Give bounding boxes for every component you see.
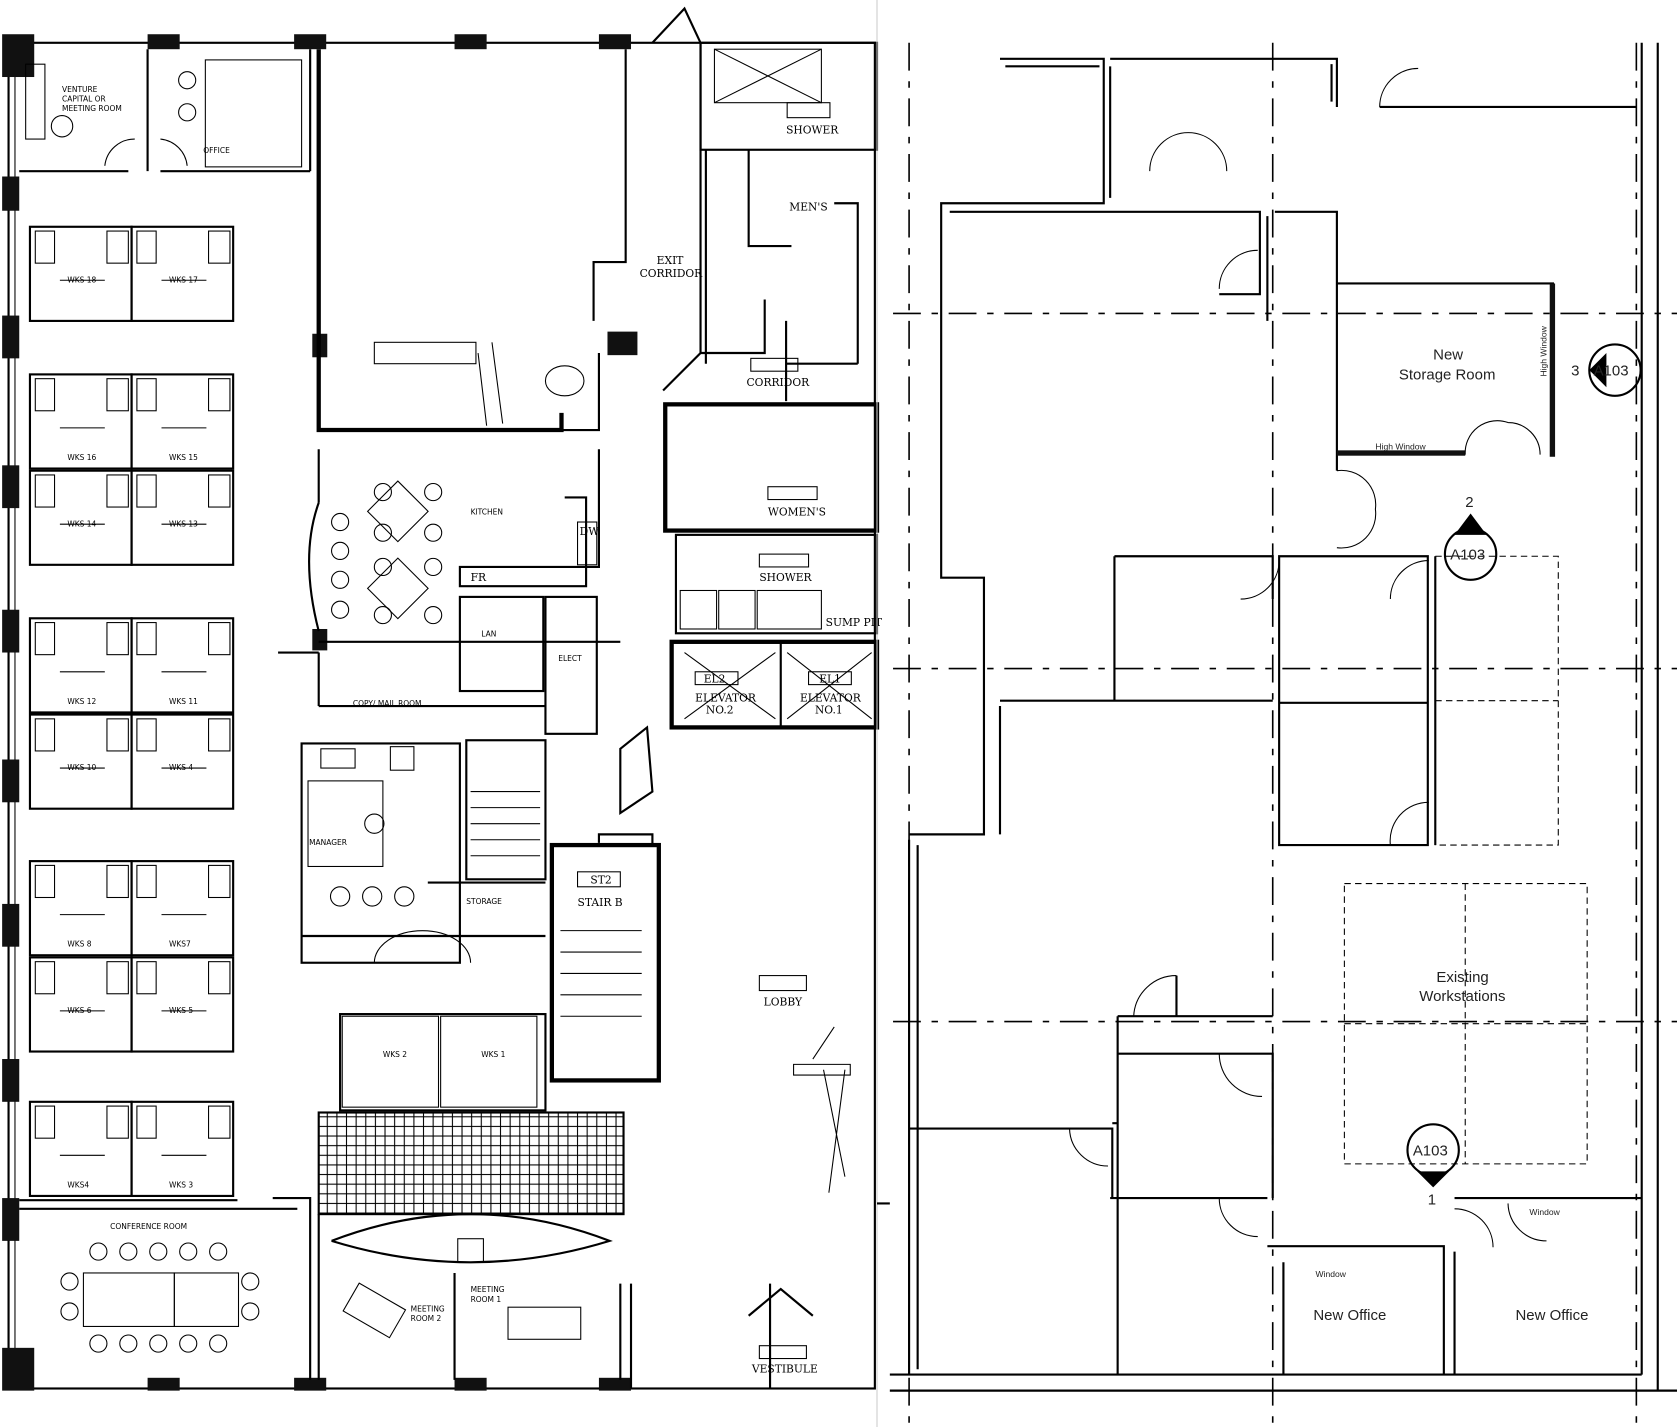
- room-label-storage-1: New: [1433, 346, 1463, 363]
- workstation-cubicle: [130, 469, 235, 566]
- room-label-vestibule: VESTIBULE: [751, 1362, 818, 1375]
- workstation-label: WKS4: [67, 1180, 89, 1189]
- workstation-label: WKS 8: [67, 940, 91, 949]
- high-window-label-horizontal: High Window: [1375, 441, 1426, 451]
- workstation-cubicle: [130, 373, 235, 470]
- room-label-conference: CONFERENCE ROOM: [110, 1222, 187, 1231]
- workstation-cubicle: [130, 956, 235, 1053]
- window-label-right: Window: [1529, 1207, 1560, 1217]
- room-label-meeting1-2: ROOM 1: [471, 1295, 502, 1304]
- room-label-sump: SUMP PIT: [826, 616, 883, 629]
- workstation-cubicle: [130, 1100, 235, 1198]
- marker-sheet: A103: [1413, 1142, 1448, 1159]
- room-label-lobby: LOBBY: [764, 996, 803, 1009]
- room-label-corridor: CORRIDOR: [747, 376, 811, 389]
- workstation-label: WKS 2: [383, 1050, 407, 1059]
- stair-tag: ST2: [590, 874, 611, 887]
- workstation-cubicle: [28, 469, 133, 566]
- workstation-labels: WKS 18 WKS 17 WKS 16 WKS 15 WKS 14 WKS 13 WKS …: [67, 275, 505, 1189]
- room-label-meeting2-2: ROOM 2: [411, 1314, 442, 1323]
- room-label-shower-mid: SHOWER: [759, 571, 812, 584]
- workstation-cubicle: [28, 225, 133, 322]
- workstation-label: WKS 17: [169, 275, 198, 284]
- workstation-label: WKS 5: [169, 1006, 193, 1015]
- workstation-label: WKS 11: [169, 697, 198, 706]
- room-label-storage-2: Storage Room: [1399, 367, 1496, 384]
- room-label-copy-mail: COPY/ MAIL ROOM: [353, 699, 422, 708]
- room-label-venture-2: CAPITAL OR: [62, 95, 106, 104]
- marker-number: 2: [1465, 494, 1473, 511]
- section-marker-2: A103 2: [1443, 494, 1498, 581]
- window-label-left: Window: [1316, 1269, 1347, 1279]
- workstation-cubicle: [341, 1015, 440, 1108]
- high-window-label-vertical: High Window: [1539, 325, 1549, 376]
- workstation-label: WKS 6: [67, 1006, 91, 1015]
- room-label-venture-1: VENTURE: [62, 85, 98, 94]
- room-label-meeting2-1: MEETING: [411, 1304, 445, 1313]
- existing-floor-plan: VENTURE CAPITAL OR MEETING ROOM OFFICE S…: [2, 6, 883, 1391]
- workstation-cubicle: [130, 860, 235, 957]
- room-label-kitchen: KITCHEN: [471, 508, 503, 517]
- room-label-storage: STORAGE: [466, 897, 502, 906]
- room-label-office: OFFICE: [203, 146, 230, 155]
- workstation-label: WKS 16: [67, 453, 96, 462]
- existing-workstations-label-1: Existing: [1436, 969, 1488, 986]
- room-label-new-office-right: New Office: [1516, 1307, 1589, 1324]
- room-label-manager: MANAGER: [309, 838, 347, 847]
- grid-lines: [893, 42, 1677, 1427]
- marker-number: 1: [1428, 1191, 1436, 1208]
- room-label-elevator1-1: ELEVATOR: [800, 692, 862, 705]
- workstation-cubicle: [130, 713, 235, 810]
- workstation-cubicle: [440, 1015, 538, 1108]
- room-label-womens: WOMEN'S: [768, 506, 826, 519]
- workstation-cubicle: [28, 713, 133, 810]
- workstation-cubicle: [130, 225, 235, 322]
- workstation-cubicle: [28, 956, 133, 1053]
- elevator-tag-1: EL1: [819, 672, 841, 685]
- marker-number: 3: [1571, 362, 1579, 379]
- room-label-elevator2-2: NO.2: [706, 703, 734, 716]
- elevator-tag-2: EL2: [704, 672, 726, 685]
- room-label-mens: MEN'S: [789, 201, 827, 214]
- room-label-fr: FR: [471, 571, 487, 584]
- room-label-meeting1-1: MEETING: [471, 1285, 505, 1294]
- workstation-cubicle: [130, 617, 235, 714]
- section-marker-1: A103 1: [1406, 1123, 1460, 1208]
- workstation-label: WKS 4: [169, 763, 193, 772]
- columns: [2, 34, 638, 1391]
- room-label-stair-b: STAIR B: [578, 896, 623, 909]
- room-label-dw: DW: [580, 525, 600, 538]
- workstation-label: WKS 1: [481, 1050, 505, 1059]
- room-label-exit-2: CORRIDOR: [640, 267, 704, 280]
- workstation-label: WKS 3: [169, 1180, 193, 1189]
- room-label-elevator1-2: NO.1: [815, 703, 843, 716]
- proposed-floor-plan: A103 3 A103 2 A103 1 New Storage Room Hi…: [877, 42, 1677, 1427]
- workstation-label: WKS 18: [67, 275, 96, 284]
- existing-workstations-label-2: Workstations: [1419, 988, 1505, 1005]
- room-label-elevator2-1: ELEVATOR: [695, 692, 757, 705]
- section-marker-3: A103 3: [1571, 343, 1642, 397]
- marker-sheet: A103: [1594, 362, 1629, 379]
- workstation-label: WKS 13: [169, 519, 198, 528]
- room-label-exit-1: EXIT: [657, 254, 685, 267]
- room-label-lan: LAN: [481, 629, 496, 638]
- room-labels: VENTURE CAPITAL OR MEETING ROOM OFFICE S…: [62, 85, 883, 1375]
- room-label-shower-top: SHOWER: [786, 124, 839, 137]
- marker-sheet: A103: [1450, 546, 1485, 563]
- workstation-label: WKS 15: [169, 453, 198, 462]
- workstation-label: WKS 10: [67, 763, 96, 772]
- workstation-label: WKS 14: [67, 519, 96, 528]
- workstation-label: WKS7: [169, 940, 191, 949]
- workstation-label: WKS 12: [67, 697, 96, 706]
- room-label-venture-3: MEETING ROOM: [62, 104, 122, 113]
- room-label-elect: ELECT: [558, 654, 582, 663]
- room-label-new-office-left: New Office: [1313, 1307, 1386, 1324]
